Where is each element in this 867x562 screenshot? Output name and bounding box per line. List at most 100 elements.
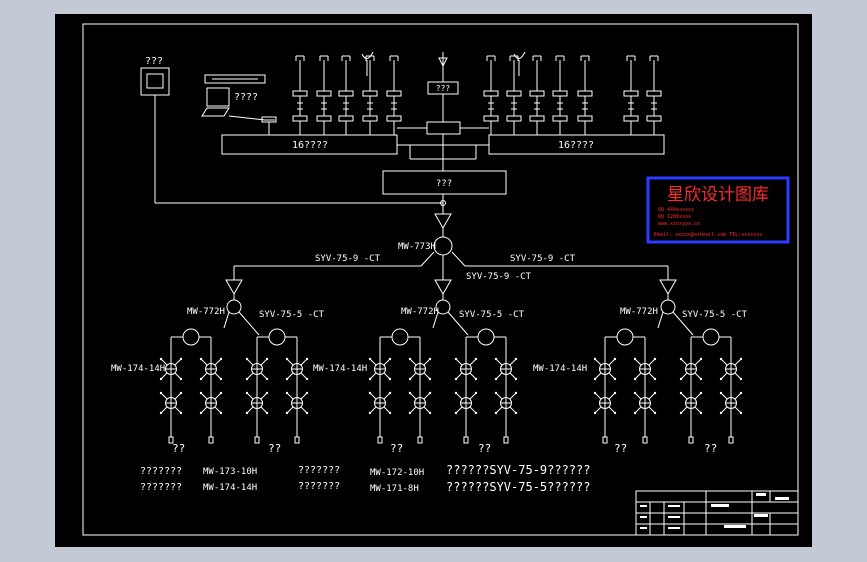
outlet-icon (719, 377, 723, 381)
end-label-right-b: ?? (704, 442, 717, 455)
terminator-icon (208, 436, 214, 444)
trunk-cable-mid: SYV-75-9 -CT (466, 272, 532, 282)
outlet-icon (679, 357, 683, 361)
outlet-icon (653, 377, 657, 381)
outlet-icon (613, 391, 617, 395)
stamp-title: 星欣设计图库 (667, 185, 769, 205)
headend-modules (261, 51, 662, 135)
outlet-icon (199, 411, 203, 415)
outlet-icon (653, 411, 657, 415)
outlet-icon (699, 377, 703, 381)
outlet-icon (739, 391, 743, 395)
outlet-icon (219, 377, 223, 381)
outlet-icon (514, 391, 518, 395)
outlet-icon (159, 411, 163, 415)
outlet-icon (265, 411, 269, 415)
outlet-icon (368, 377, 372, 381)
outlet-icon (199, 357, 203, 361)
tap-off-icon (165, 363, 177, 375)
outlet-icon (285, 377, 289, 381)
branch-left (159, 279, 309, 444)
outlet-icon (388, 391, 392, 395)
terminator-icon (688, 436, 694, 444)
terminator-icon (168, 436, 174, 444)
legend-r1c4: MW-172-10H (370, 468, 424, 478)
legend-r2c5: ??????SYV-75-5?????? (446, 480, 591, 494)
tap-off-icon (165, 397, 177, 409)
branch-amp-label-left: MW-772H (187, 307, 225, 317)
branch-amp-label-middle: MW-772H (401, 307, 439, 317)
branch-amplifier-triangle (659, 279, 677, 296)
stamp-line-1: QQ 444xxxxxx (658, 207, 694, 213)
outlet-icon (514, 357, 518, 361)
outlet-icon (265, 377, 269, 381)
tap-off-icon (639, 363, 651, 375)
headend-amplifier-box (382, 170, 507, 195)
outlet-icon (739, 357, 743, 361)
tap-off-icon (725, 363, 737, 375)
outlet-icon (613, 377, 617, 381)
legend: ??????? MW-173-10H ??????? MW-174-14H ??… (140, 463, 591, 494)
outlet-icon (219, 391, 223, 395)
stamp-line-3: www.xinxyyx.cn (658, 221, 700, 227)
outlet-icon (285, 357, 289, 361)
end-label-left-b: ?? (268, 442, 281, 455)
outlet-icon (219, 411, 223, 415)
outlet-icon (633, 411, 637, 415)
branch-tap-label-left: MW-174-14H (111, 364, 165, 374)
tap-off-icon (251, 363, 263, 375)
outlet-icon (199, 377, 203, 381)
outlet-icon (305, 357, 309, 361)
outlet-icon (474, 391, 478, 395)
outlet-icon (633, 391, 637, 395)
tap-off-icon (639, 397, 651, 409)
tap-off-icon (460, 363, 472, 375)
outlet-icon (454, 391, 458, 395)
end-label-right-a: ?? (614, 442, 627, 455)
outlet-icon (179, 357, 183, 361)
outlet-icon (388, 377, 392, 381)
design-stamp: 星欣设计图库 QQ 444xxxxxx QQ 1200xxxx www.xinx… (646, 176, 790, 244)
outlet-icon (368, 357, 372, 361)
outlet-icon (514, 411, 518, 415)
outlet-icon (494, 411, 498, 415)
legend-r2c2: MW-174-14H (203, 483, 257, 493)
satellite-dish-icon (361, 51, 374, 59)
tap-off-icon (374, 397, 386, 409)
outlet-icon (428, 411, 432, 415)
terminator-icon (417, 436, 423, 444)
legend-r2c4: MW-171-8H (370, 484, 419, 494)
branch-splitter-icon (660, 299, 676, 315)
tap-off-icon (291, 363, 303, 375)
legend-r2c3: ??????? (298, 481, 340, 492)
outlet-icon (265, 357, 269, 361)
outlet-icon (368, 411, 372, 415)
outlet-icon (514, 377, 518, 381)
outlet-icon (245, 391, 249, 395)
stamp-line-4: Email: xxxxx@hotmail.com TEL:xxxxxxx (654, 232, 762, 238)
legend-r1c3: ??????? (298, 465, 340, 476)
tap-off-icon (685, 363, 697, 375)
outlet-icon (719, 411, 723, 415)
branch-amplifier-triangle (225, 279, 243, 296)
branch-middle (368, 279, 518, 444)
outlet-icon (699, 411, 703, 415)
terminator-icon (377, 436, 383, 444)
outlet-icon (428, 391, 432, 395)
legend-r1c1: ??????? (140, 466, 182, 477)
outlet-icon (593, 357, 597, 361)
outlet-icon (245, 357, 249, 361)
outlet-icon (633, 357, 637, 361)
outlet-icon (679, 391, 683, 395)
outlet-icon (474, 411, 478, 415)
branch-splitter-icon (226, 299, 242, 315)
outlet-icon (679, 411, 683, 415)
outlet-icon (454, 377, 458, 381)
outlet-icon (305, 377, 309, 381)
right-mixer-label: 16???? (558, 140, 594, 151)
main-amplifier-triangle (434, 213, 452, 230)
legend-r2c1: ??????? (140, 482, 182, 493)
branch-right (593, 279, 743, 444)
outlet-icon (179, 411, 183, 415)
